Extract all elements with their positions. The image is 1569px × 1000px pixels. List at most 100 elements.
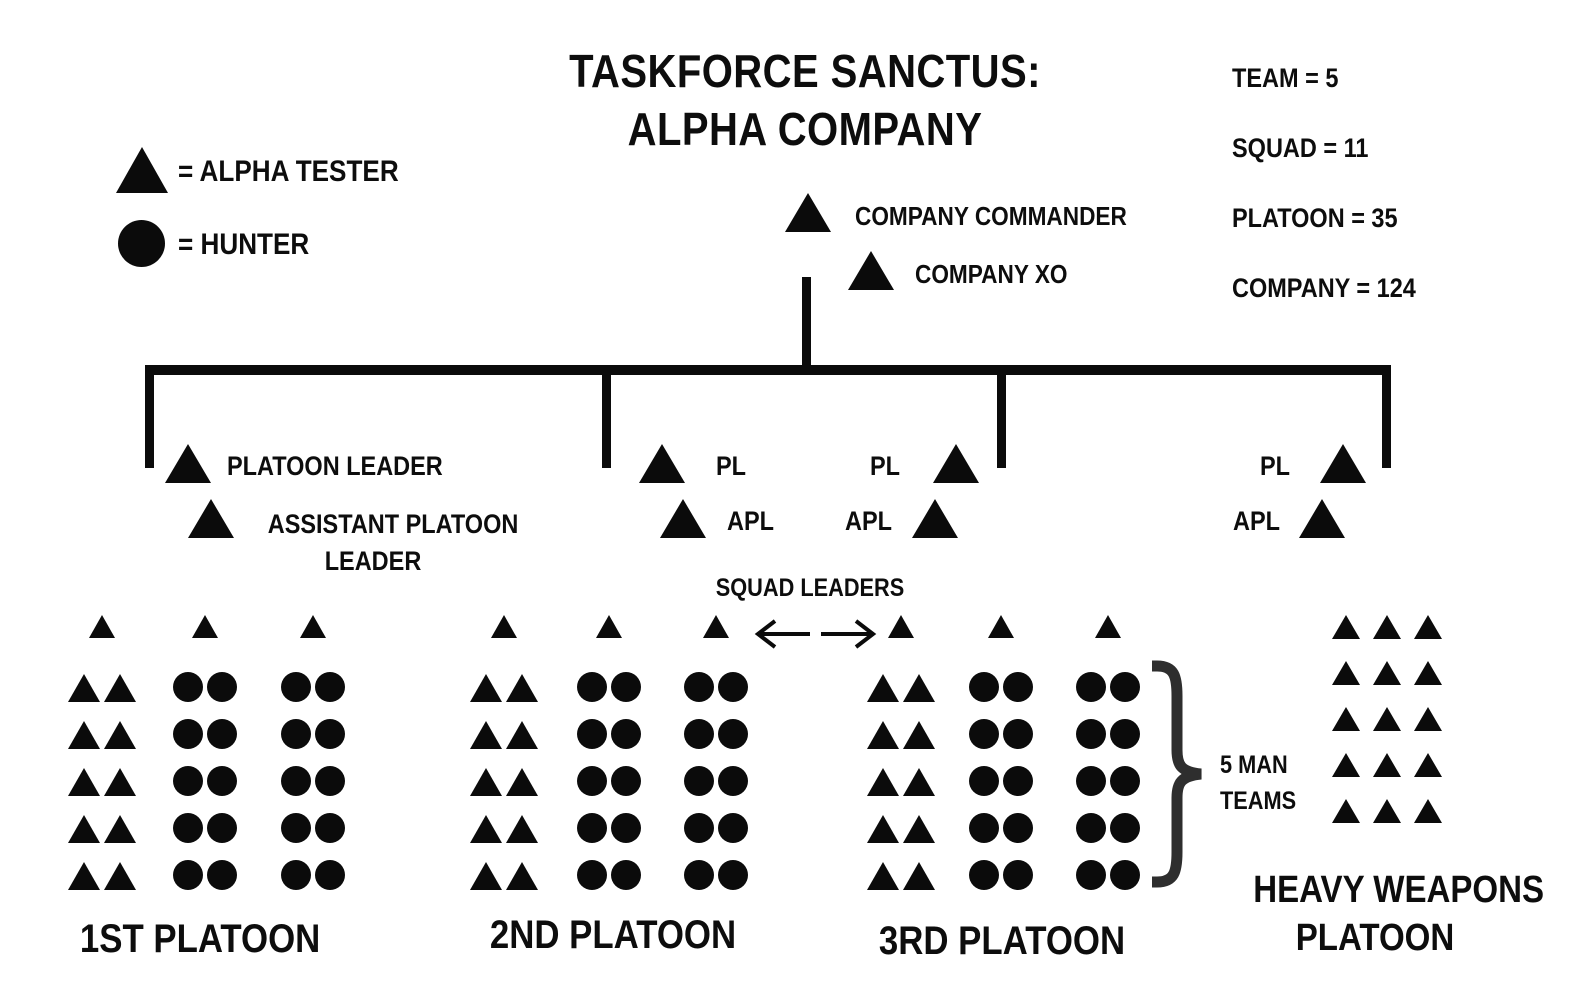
alpha-tester-symbol xyxy=(1373,753,1401,777)
team-row xyxy=(684,719,748,749)
team-row xyxy=(173,672,237,702)
hunter-symbol xyxy=(718,766,748,796)
alpha-tester-symbol xyxy=(104,862,136,890)
team-row xyxy=(281,860,345,890)
team-row xyxy=(470,766,538,796)
platoon3-squad1 xyxy=(867,615,935,890)
squad-leader-row xyxy=(491,615,517,638)
hunter-label: = HUNTER xyxy=(178,228,310,261)
heavy-weapons-assistant-label: APL xyxy=(1233,506,1280,536)
hunter-symbol xyxy=(1110,719,1140,749)
connector-commander-stem xyxy=(802,277,811,370)
team-row xyxy=(577,766,641,796)
heavy-weapons-assistant-marker xyxy=(1299,499,1345,538)
hunter-symbol xyxy=(577,813,607,843)
team-row xyxy=(969,813,1033,843)
alpha-tester-symbol xyxy=(867,815,899,843)
alpha-tester-symbol xyxy=(506,862,538,890)
team-row xyxy=(1332,661,1442,685)
hunter-symbol xyxy=(611,813,641,843)
alpha-tester-symbol xyxy=(1373,661,1401,685)
alpha-tester-symbol xyxy=(1414,753,1442,777)
team-row xyxy=(684,813,748,843)
alpha-tester-symbol xyxy=(506,674,538,702)
alpha-tester-symbol xyxy=(506,815,538,843)
platoon3-squad3 xyxy=(1074,615,1142,890)
hunter-symbol xyxy=(281,813,311,843)
alpha-tester-symbol xyxy=(470,768,502,796)
alpha-tester-symbol xyxy=(68,721,100,749)
hunter-symbol xyxy=(173,766,203,796)
five-man-teams-label: 5 MAN TEAMS xyxy=(1220,751,1297,815)
team-row xyxy=(969,860,1033,890)
alpha-tester-symbol xyxy=(1332,707,1360,731)
alpha-tester-symbol xyxy=(903,862,935,890)
hunter-symbol xyxy=(1003,813,1033,843)
alpha-tester-symbol xyxy=(491,615,517,638)
squad-leader-row xyxy=(89,615,115,638)
squad-leaders-label: SQUAD LEADERS xyxy=(715,574,905,602)
alpha-tester-symbol xyxy=(506,721,538,749)
alpha-tester-icon xyxy=(116,147,168,193)
platoon2-leader-marker xyxy=(639,444,685,483)
platoon1-assistant-marker xyxy=(188,499,234,538)
stat-platoon: PLATOON = 35 xyxy=(1232,203,1398,233)
alpha-tester-symbol xyxy=(1332,661,1360,685)
team-row xyxy=(577,813,641,843)
alpha-tester-symbol xyxy=(104,674,136,702)
alpha-tester-symbol xyxy=(596,615,622,638)
team-row xyxy=(470,719,538,749)
squad-leader-row xyxy=(1095,615,1121,638)
team-row xyxy=(470,672,538,702)
platoon2-assistant-label: APL xyxy=(727,506,774,536)
alpha-tester-symbol xyxy=(703,615,729,638)
team-row xyxy=(470,860,538,890)
alpha-tester-symbol xyxy=(1414,707,1442,731)
hunter-symbol xyxy=(1076,719,1106,749)
hunter-symbol xyxy=(1110,672,1140,702)
hunter-symbol xyxy=(684,860,714,890)
platoon3-leader-label: PL xyxy=(869,451,900,481)
platoon1-leader-label: PLATOON LEADER xyxy=(227,451,443,481)
alpha-tester-symbol xyxy=(988,615,1014,638)
stat-team: TEAM = 5 xyxy=(1232,63,1339,93)
platoon1-leader-marker xyxy=(165,444,211,483)
alpha-tester-symbol xyxy=(867,768,899,796)
company-xo-label: COMPANY XO xyxy=(915,259,1068,289)
hunter-symbol xyxy=(577,719,607,749)
platoon3-squad2 xyxy=(967,615,1035,890)
team-row xyxy=(470,813,538,843)
alpha-tester-symbol xyxy=(89,615,115,638)
hunter-symbol xyxy=(1076,766,1106,796)
left-arrow-icon xyxy=(754,619,810,649)
platoon1-squad3 xyxy=(279,615,347,890)
platoon2-name: 2ND PLATOON xyxy=(489,913,737,957)
team-row xyxy=(173,860,237,890)
platoon2-assistant-marker xyxy=(660,499,706,538)
hunter-symbol xyxy=(718,813,748,843)
alpha-tester-symbol xyxy=(470,862,502,890)
hunter-symbol xyxy=(1076,860,1106,890)
platoon3-assistant-marker xyxy=(912,499,958,538)
hunter-symbol xyxy=(207,719,237,749)
alpha-tester-symbol xyxy=(68,768,100,796)
hunter-symbol xyxy=(684,672,714,702)
hunter-symbol xyxy=(684,719,714,749)
team-row xyxy=(68,719,136,749)
alpha-tester-symbol xyxy=(1332,799,1360,823)
team-row xyxy=(867,860,935,890)
hunter-symbol xyxy=(611,860,641,890)
page-title-line2: ALPHA COMPANY xyxy=(627,103,983,155)
hunter-symbol xyxy=(207,813,237,843)
team-row xyxy=(1076,813,1140,843)
squad-leader-row xyxy=(888,615,914,638)
alpha-tester-symbol xyxy=(300,615,326,638)
team-row xyxy=(1076,672,1140,702)
hunter-symbol xyxy=(1076,813,1106,843)
team-row xyxy=(867,672,935,702)
hunter-symbol xyxy=(315,719,345,749)
hunter-symbol xyxy=(281,672,311,702)
alpha-tester-symbol xyxy=(1332,753,1360,777)
hunter-symbol xyxy=(281,766,311,796)
